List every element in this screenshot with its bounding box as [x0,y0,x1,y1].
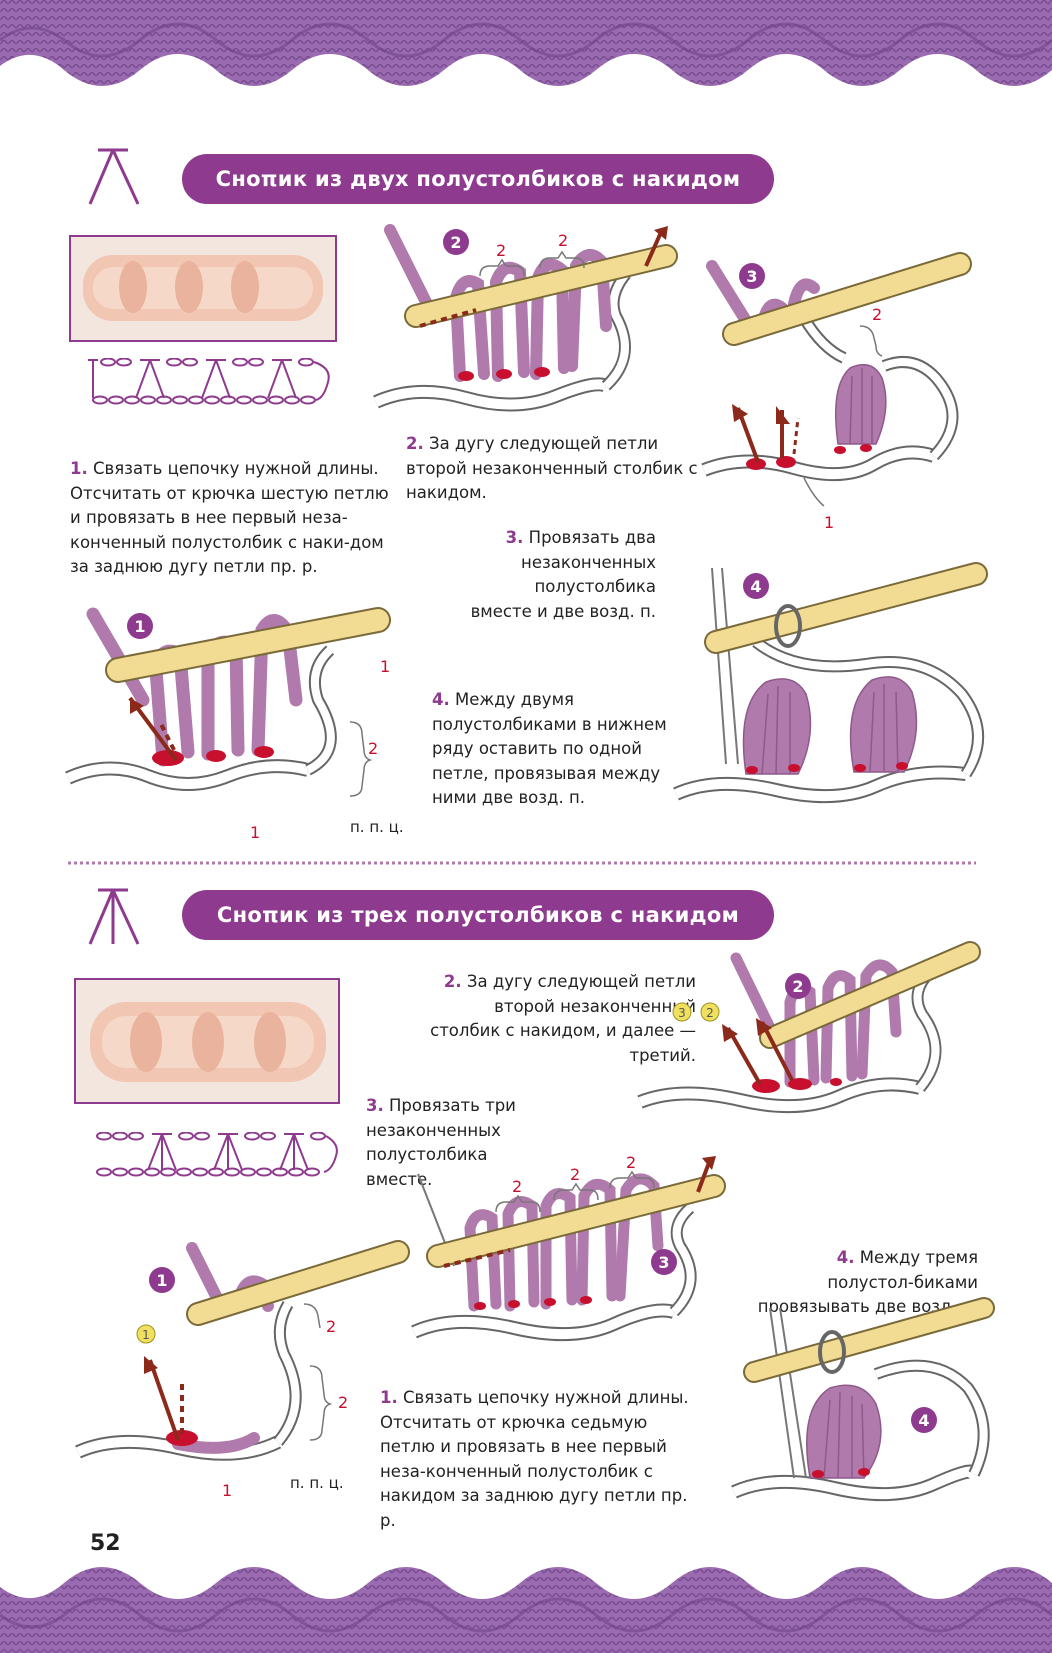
step-body: Провязать три незаконченных полустолбика… [366,1096,516,1189]
stitch-chart [96,1132,338,1177]
diagram-step-2: 3 2 2 [637,941,981,1114]
chain-note: п. п. ц. [350,818,404,836]
marker-1: 1 [142,1328,150,1342]
marker-3: 3 [678,1006,686,1020]
diagram-step-1: 1 1 2 1 п. п. ц. [65,607,404,842]
step-3-text: 3. Провязать три незаконченных полустолб… [366,1094,556,1192]
label-2a: 2 [496,241,506,260]
page-number: 52 [90,1531,121,1556]
diagram-step-4: 4 [731,1297,995,1502]
step-1-text: 1. Связать цепочку нужной длины. Отсчита… [70,457,390,580]
step-body: Связать цепочку нужной длины. Отсчитать … [70,459,389,576]
symbol-cluster-three-icon [88,888,140,945]
step-number: 4. [836,1248,855,1267]
step-body: Связать цепочку нужной длины. Отсчитать … [380,1388,689,1530]
stitch-chart [88,358,330,405]
bottom-ric-rac-border [0,1567,1052,1653]
label-2: 2 [872,305,882,324]
label-2b: 2 [338,1393,348,1412]
step-badge: 1 [156,1271,167,1290]
label-2a: 2 [326,1317,336,1336]
step-3-text: 3. Провязать два незаконченных полустолб… [470,526,656,624]
marker-2: 2 [706,1006,714,1020]
label-2c: 2 [626,1153,636,1172]
step-badge: 2 [792,977,803,996]
step-body: Между тремя полустол-биками провязывать … [757,1248,978,1316]
diagram-step-1: 1 1 2 2 1 п. п. ц. [75,1240,410,1500]
label-1: 1 [380,657,390,676]
diagram-step-3: 3 2 2 2 [411,1153,726,1342]
label-1: 1 [222,1481,232,1500]
diagram-step-2: 2 2 2 [373,224,678,412]
step-number: 1. [380,1388,398,1407]
diagram-step-3: 3 2 1 [701,252,972,532]
label-1: 1 [824,513,834,532]
step-badge: 3 [658,1253,669,1272]
step-badge: 4 [918,1411,929,1430]
section-divider [68,861,976,865]
section-title-three-cluster: Сноπик из трех полустолбиков с накидом [182,890,774,940]
sample-photo [74,978,340,1104]
step-number: 2. [443,972,462,991]
step-badge: 1 [134,617,145,636]
step-badge: 2 [450,233,461,252]
sample-photo [69,235,337,342]
step-number: 1. [70,459,88,478]
step-number: 3. [366,1096,384,1115]
top-ric-rac-border [0,0,1052,86]
step-2-text: 2. За дугу следующей петли второй незако… [406,432,706,506]
label-2a: 2 [512,1177,522,1196]
label-2: 2 [368,739,378,758]
step-badge: 4 [750,577,761,596]
label-2b: 2 [558,231,568,250]
step-body: Провязать два незаконченных полустолбика… [470,528,656,621]
step-number: 4. [432,690,450,709]
step-number: 3. [505,528,524,547]
chain-note: п. п. ц. [290,1474,344,1492]
step-1-text: 1. Связать цепочку нужной длины. Отсчита… [380,1386,696,1533]
step-body: За дугу следующей петли второй незаконче… [430,972,696,1065]
step-badge: 3 [746,267,757,286]
step-2-text: 2. За дугу следующей петли второй незако… [430,970,696,1068]
step-number: 2. [406,434,424,453]
step-4-text: 4. Между двумя полустолбиками в нижнем р… [432,688,694,811]
step-body: За дугу следующей петли второй незаконче… [406,434,698,502]
label-1b: 1 [250,823,260,842]
label-2b: 2 [570,1165,580,1184]
step-body: Между двумя полустолбиками в нижнем ряду… [432,690,667,807]
diagram-step-4: 4 [673,562,988,804]
section-title-two-cluster: Сноπик из двух полустолбиков с накидом [182,154,774,204]
symbol-cluster-two-icon [88,148,140,205]
step-4-text: 4. Между тремя полустол-биками провязыва… [754,1246,978,1320]
